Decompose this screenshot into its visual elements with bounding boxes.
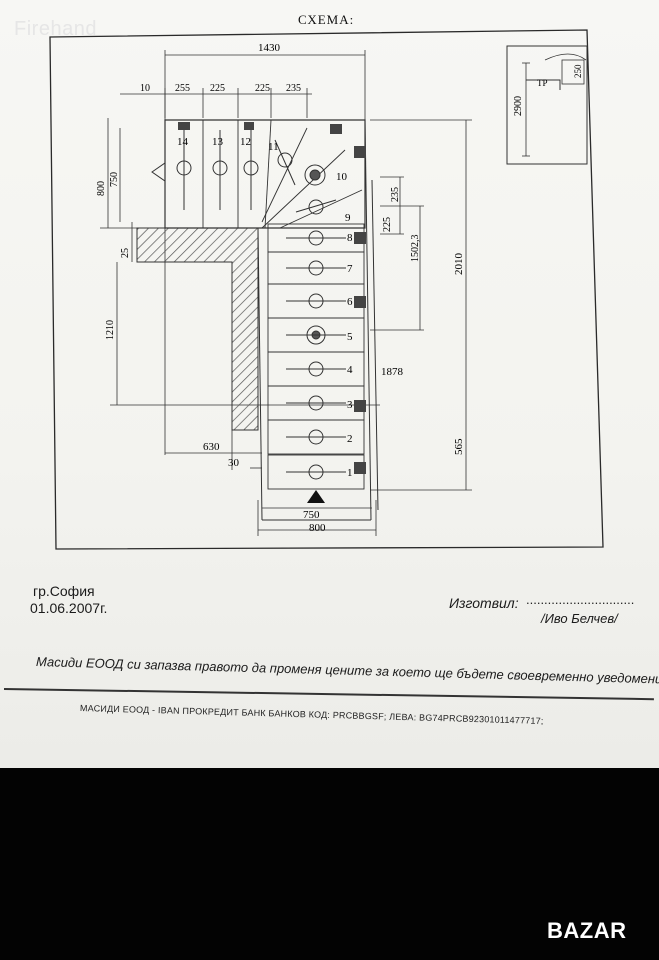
dim-left-750: 750 [109,172,120,187]
rail-posts [178,122,366,474]
arrow-left [151,162,166,182]
step-number-12: 12 [240,136,251,148]
dim-right-225: 225 [382,217,393,232]
inset-sketch: 2900 250 ТР [506,45,588,165]
dim-top-255: 255 [175,83,190,94]
drawing-frame [49,29,604,550]
dim-left-25: 25 [120,248,131,258]
step-number-8: 8 [347,232,353,244]
document-title: СХЕМА: [298,12,355,27]
step-number-6: 6 [347,296,353,308]
city: гр.София [33,583,95,599]
step-number-3: 3 [347,399,353,411]
brand-logo: BAZAR [547,918,627,943]
dim-1430: 1430 [258,42,281,54]
signature-line: .............................. [526,592,635,607]
document-sheet [0,0,659,768]
dim-top-235: 235 [286,83,301,94]
step-number-1: 1 [347,467,353,479]
dim-left-800: 800 [96,181,107,196]
hatched-wall [136,227,259,431]
step-number-10: 10 [336,171,348,183]
step-number-2: 2 [347,433,353,445]
dim-right-235: 235 [390,187,401,202]
step-number-labels: 1 2 3 4 5 6 7 8 9 10 11 12 13 14 [177,136,353,479]
watermark: Firehand [14,18,97,40]
right-dimension-lines [370,119,472,491]
prepared-by-name: /Иво Белчев/ [541,611,618,626]
dim-right-565: 565 [453,438,465,455]
straight-steps [267,223,365,490]
dark-background [0,768,659,960]
step-number-13: 13 [212,136,224,148]
right-stringer [257,119,379,521]
step-number-11: 11 [268,141,279,153]
inset-2900: 2900 [513,96,524,116]
bottom-dimension-lines [165,430,377,536]
dim-top-225b: 225 [255,83,270,94]
staircase-drawing: 2900 250 ТР 1430 10 255 225 225 235 800 … [49,29,604,550]
top-dimension-lines [120,50,366,120]
dim-right-1502: 1502,3 [410,235,421,263]
dim-bottom-630: 630 [203,441,220,453]
dim-bottom-800: 800 [309,522,326,534]
upper-landing [164,119,366,229]
dim-top-225a: 225 [210,83,225,94]
dim-top-10: 10 [140,83,150,94]
start-arrow [307,490,325,503]
step-ornaments [176,130,346,480]
dim-right-2010: 2010 [453,253,465,276]
prepared-by-label: Изготвил: [449,595,519,611]
step-number-14: 14 [177,136,189,148]
dim-right-1878: 1878 [381,366,404,378]
dim-left-1210: 1210 [105,320,116,340]
winder-lines [202,119,363,229]
dim-bottom-30: 30 [228,457,240,469]
dim-bottom-750: 750 [303,509,320,521]
inset-250: 250 [573,64,583,78]
step-number-7: 7 [347,263,353,275]
step-number-5: 5 [347,331,353,343]
step-number-4: 4 [347,364,353,376]
step-number-9: 9 [345,212,351,224]
inset-label: ТР [537,78,548,88]
date: 01.06.2007г. [30,600,108,616]
